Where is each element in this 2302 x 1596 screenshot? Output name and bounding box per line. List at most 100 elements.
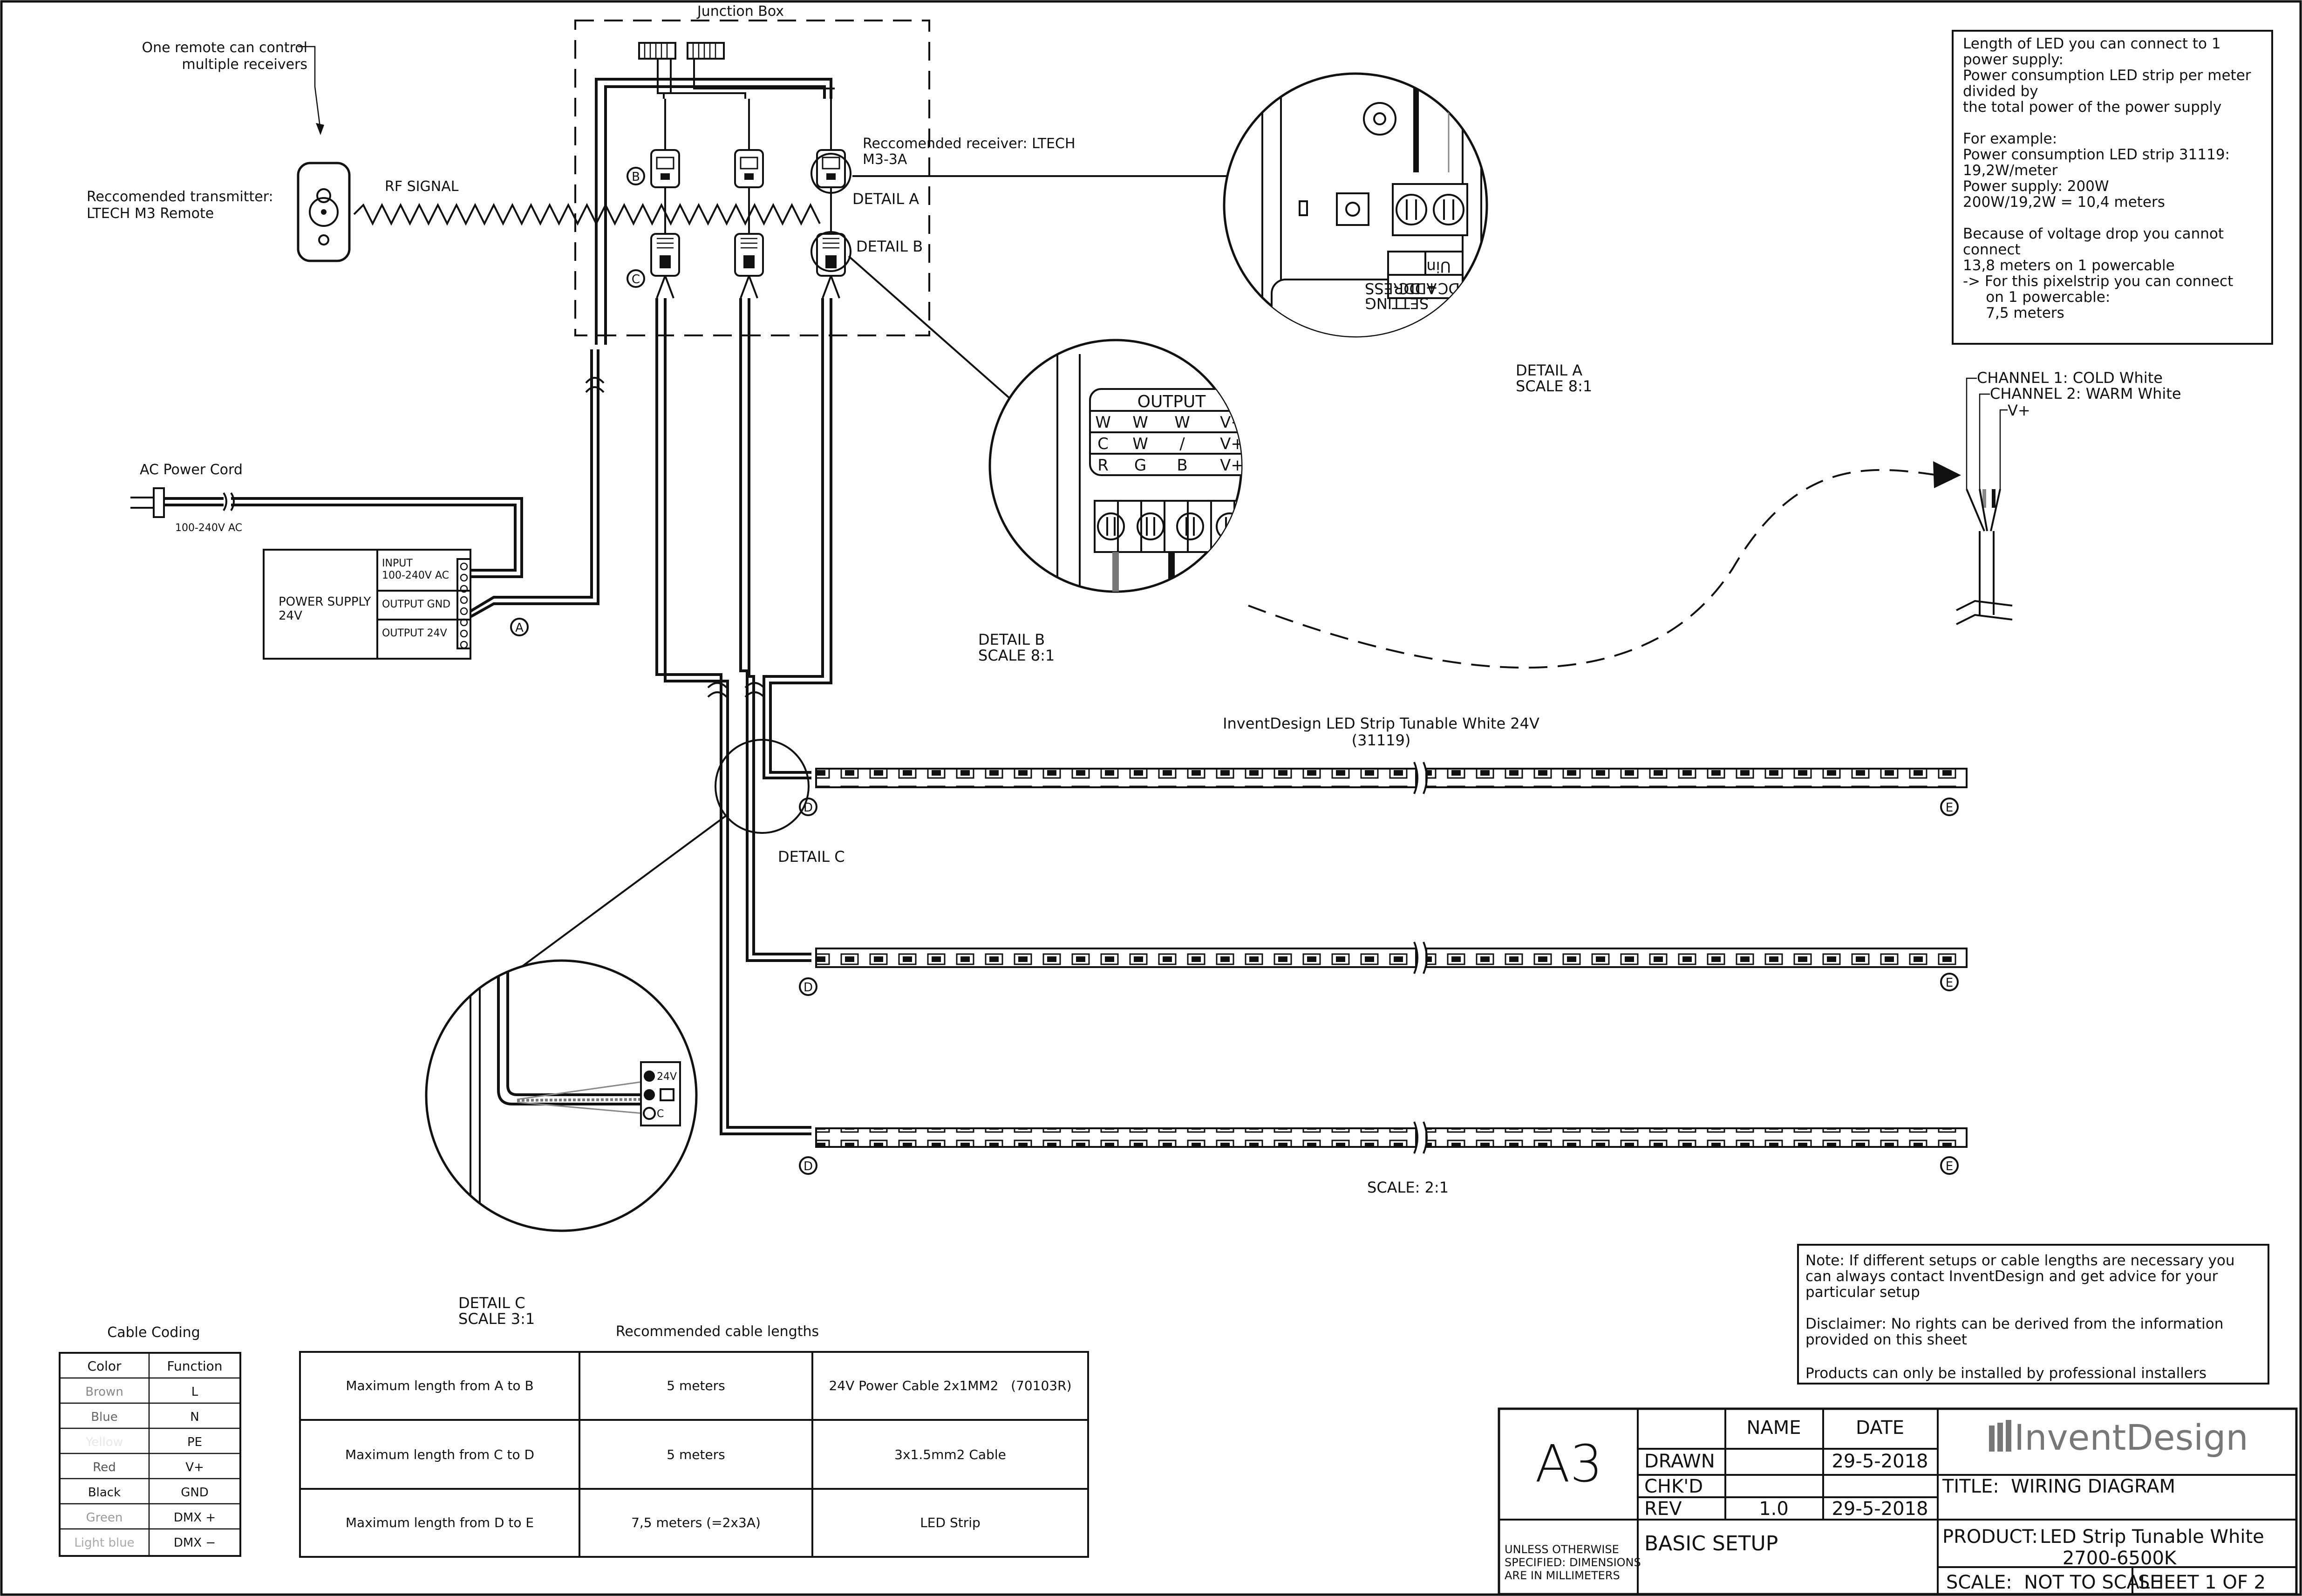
title-block: A3 NAME DATE DRAWN 29-5-2018 CHK'D REV 1… [1498,1407,2298,1596]
info-line: Because of voltage drop you cannot [1963,225,2224,242]
output-cell: B [1177,456,1187,475]
detail-b-to-cable-arrow [1248,469,1938,669]
detail-b-output-header: OUTPUT [1137,392,1206,411]
detail-c-callout-circle [715,739,810,834]
cable-length-cell: Maximum length from C to D [345,1447,534,1462]
cable-color-cell: Light blue [74,1536,134,1550]
note-line: Products can only be installed by profes… [1805,1365,2207,1382]
cable-length-cell: 7,5 meters (=2x3A) [631,1515,761,1530]
info-line: connect [1963,241,2021,258]
title-block-scale: SCALE: NOT TO SCALE [1946,1572,2162,1593]
rf-signal-zigzag [353,203,821,226]
power-supply-label-line2: 24V [279,609,302,623]
marker-e-2: E [1946,976,1953,990]
info-box: Length of LED you can connect to 1 power… [1952,30,2273,345]
led-strip-3: D E [799,1121,1968,1175]
output-cell: G [1134,456,1146,475]
cable-length-cell: 5 meters [667,1447,725,1462]
led-strip-2: D E [799,941,1968,996]
strip-code: (31119) [1352,731,1411,749]
detail-a-title: DETAIL A [1516,361,1582,379]
output-cell: V+ [1220,435,1244,453]
note-line: particular setup [1805,1284,1920,1301]
info-line: on 1 powercable: [1963,289,2110,306]
ac-voltage-label: 100-240V AC [175,522,242,534]
cable-color-cell: Red [93,1460,116,1474]
ps-output-gnd: OUTPUT GND [382,599,450,610]
output-cell: R [1097,456,1109,475]
title-block-rev-date: 29-5-2018 [1832,1498,1928,1520]
strip-scale: SCALE: 2:1 [1367,1179,1449,1196]
cable-function-cell: L [191,1385,198,1399]
cable-function-cell: N [190,1410,199,1424]
output-cell: V+ [1220,456,1244,475]
note-line: can always contact InventDesign and get … [1805,1268,2218,1285]
detail-a-setting: SETTING [1365,294,1429,312]
receiver-module-3 [816,99,846,299]
note-box: Note: If different setups or cable lengt… [1797,1244,2269,1385]
cable-function-cell: DMX − [174,1536,216,1550]
title-block-units-2: SPECIFIED: DIMENSIONS [1505,1556,1641,1569]
output-cell: W [1132,435,1148,453]
transmitter-label-line2: LTECH M3 Remote [87,205,214,222]
cable-color-cell: Blue [91,1410,118,1424]
info-line: 200W/19,2W = 10,4 meters [1963,194,2165,211]
cable-lengths-table: Recommended cable lengths Maximum length… [299,1323,1089,1558]
strip-title: InventDesign LED Strip Tunable White 24V [1223,715,1539,732]
cable-length-cell: Maximum length from A to B [346,1378,533,1393]
info-line: Power supply: 200W [1963,178,2109,195]
receiver-label-line1: Reccomended receiver: LTECH [863,136,1076,152]
cable-length-cell: 3x1.5mm2 Cable [894,1447,1006,1462]
marker-d-3: D [804,1159,813,1173]
info-line: For example: [1963,130,2057,147]
title-block-chkd-label: CHK'D [1644,1476,1703,1497]
detail-c-pin-24v: 24V [657,1071,677,1083]
title-block-title: TITLE: WIRING DIAGRAM [1942,1476,2175,1497]
remote-transmitter: One remote can control multiple receiver… [87,40,821,262]
receiver-module-1 [650,99,680,299]
info-line: Power consumption LED strip per meter [1963,67,2251,84]
ps-input-line2: 100-240V AC [382,570,449,581]
detail-a-address: ADDRESS [1365,280,1437,297]
marker-e-3: E [1946,1159,1953,1173]
title-block-drawn-label: DRAWN [1644,1451,1715,1472]
title-block-units-1: UNLESS OTHERWISE [1505,1543,1619,1556]
cable-length-cell: Maximum length from D to E [346,1515,534,1530]
title-block-drawn-date: 29-5-2018 [1832,1451,1928,1472]
info-line: Length of LED you can connect to 1 [1963,35,2221,52]
title-block-units-3: ARE IN MILLIMETERS [1505,1569,1620,1582]
vplus-label: V+ [2008,402,2030,419]
detail-c-title: DETAIL C [458,1294,525,1312]
detail-c-scale: SCALE 3:1 [458,1310,535,1328]
led-strip-1: D E [799,762,1968,816]
cable-function-cell: PE [187,1435,202,1449]
cable-function-cell: V+ [185,1460,204,1474]
cable-lengths-title: Recommended cable lengths [616,1323,819,1340]
detail-b-title: DETAIL B [978,631,1045,648]
info-line: 19,2W/meter [1963,162,2058,179]
info-line: 13,8 meters on 1 powercable [1963,257,2175,274]
detail-a-dc: DC+ DC- [1394,280,1460,297]
detail-b-callout: DETAIL B [856,238,923,255]
output-cell: C [1097,435,1109,453]
remote-note-line2: multiple receivers [182,56,307,73]
title-block-col-name: NAME [1746,1417,1801,1439]
info-line: the total power of the power supply [1963,99,2221,116]
cable-function-cell: GND [181,1486,209,1500]
cable-length-cell: 5 meters [667,1378,725,1393]
junction-box: Junction Box [574,3,930,345]
channel-2-label: CHANNEL 2: WARM White [1990,385,2181,402]
junction-box-title: Junction Box [696,3,784,20]
title-block-rev-label: REV [1644,1498,1682,1520]
cable-coding-header-function: Function [167,1358,222,1374]
marker-a: A [515,621,524,635]
output-cell: W [1174,413,1190,432]
marker-b: B [632,170,640,184]
detail-c: 24V C [425,959,698,1232]
remote-note-line1: One remote can control [142,40,307,56]
cable-end-detail: CHANNEL 1: COLD White CHANNEL 2: WARM Wh… [1956,369,2181,625]
cable-color-cell: Green [86,1511,123,1525]
detail-c-callout: DETAIL C [778,848,845,866]
